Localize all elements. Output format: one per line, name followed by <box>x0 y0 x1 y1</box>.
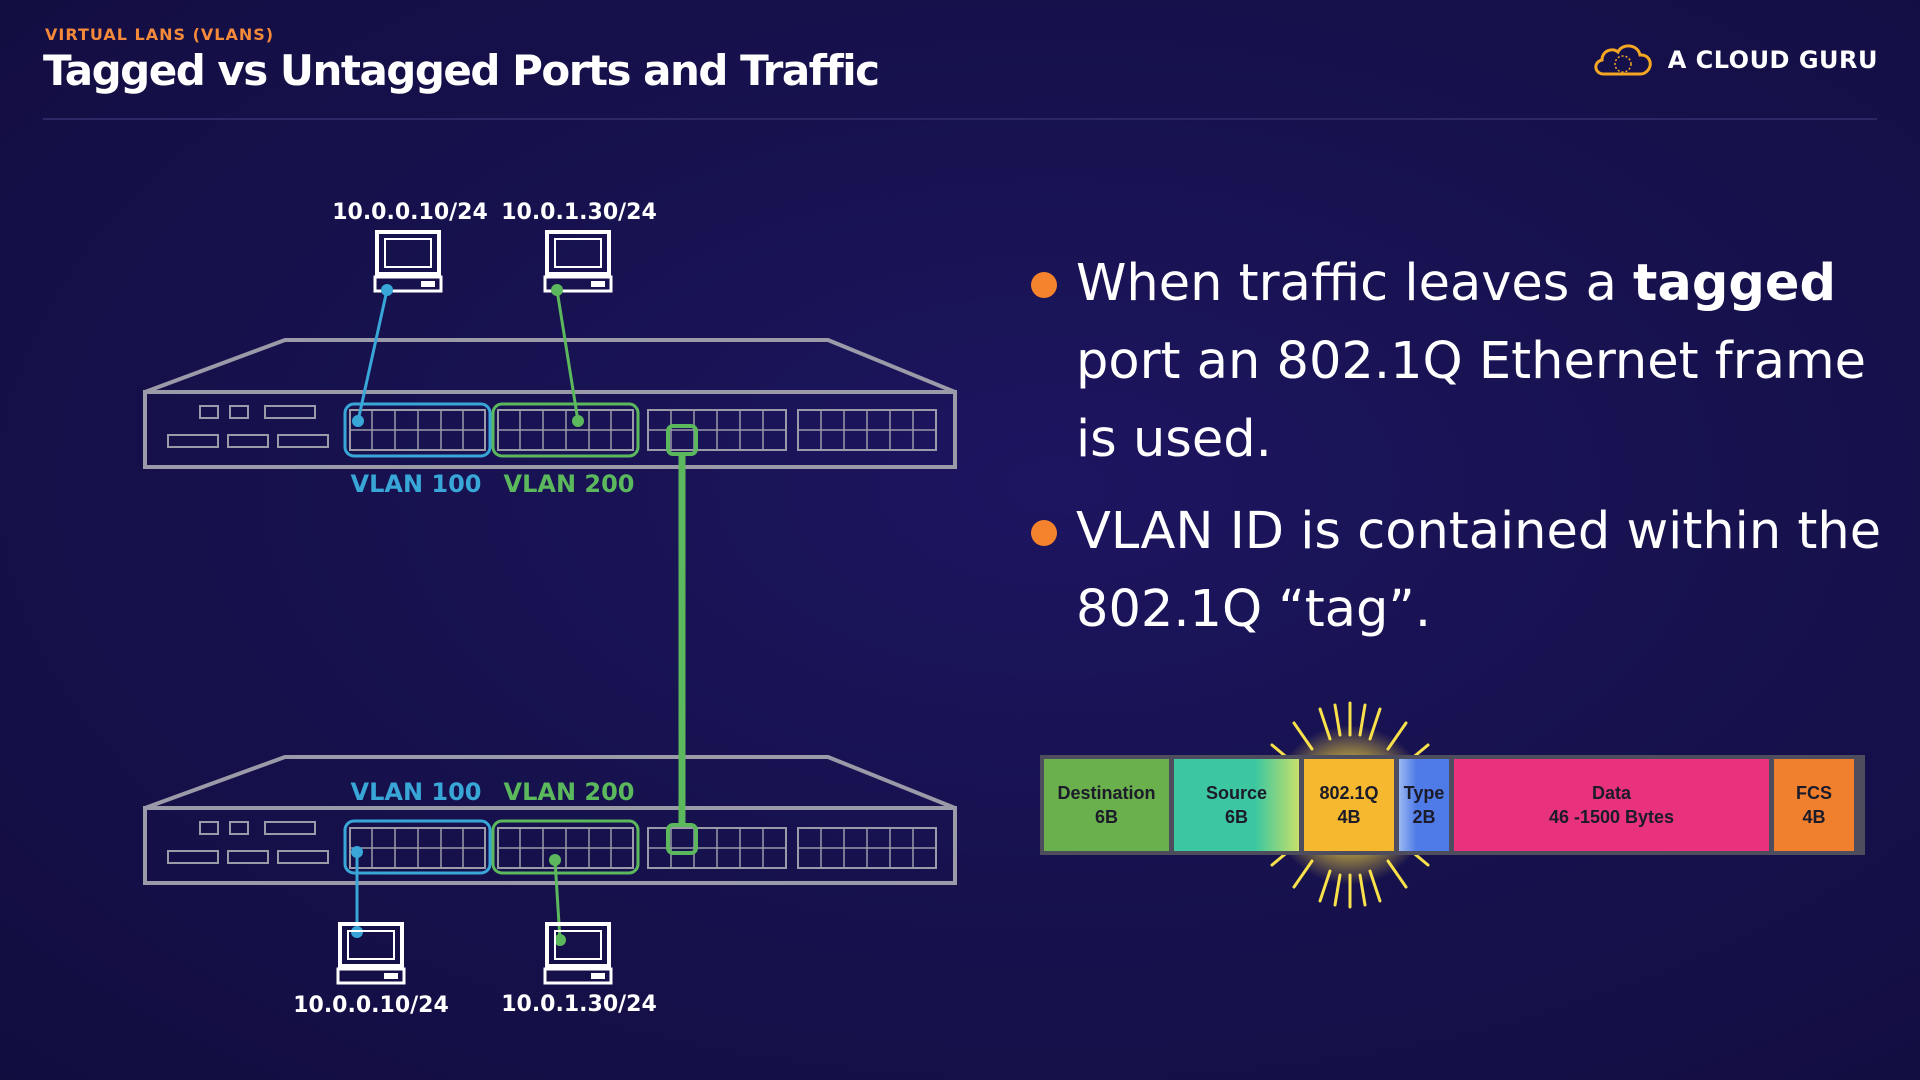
bottom-host-2-link <box>553 859 562 941</box>
top-host-1-link <box>356 289 389 422</box>
bottom-vlan200-outline <box>491 819 640 875</box>
bullet-list: When traffic leaves a tagged port an 802… <box>1028 245 1888 663</box>
top-vlan200-outline <box>491 402 640 458</box>
top-port-block-1 <box>349 409 486 451</box>
cloud-icon <box>1594 44 1652 76</box>
brand-logo: A CLOUD GURU <box>1590 40 1878 80</box>
bottom-trunk-port <box>666 823 698 855</box>
top-vlan100-label: VLAN 100 <box>351 470 482 498</box>
section-kicker: VIRTUAL LANS (VLANS) <box>45 25 275 44</box>
bullet-item: VLAN ID is contained within the 802.1Q “… <box>1028 493 1888 649</box>
brand-name: A CLOUD GURU <box>1667 46 1878 74</box>
page-title: Tagged vs Untagged Ports and Traffic <box>43 46 880 95</box>
top-vlan200-label: VLAN 200 <box>504 470 635 498</box>
top-host-2-ip: 10.0.1.30/24 <box>501 200 657 225</box>
top-vlan100-outline <box>343 402 492 458</box>
laptop-icon <box>373 230 443 293</box>
bottom-port-block-2 <box>497 827 634 869</box>
bottom-vlan200-label: VLAN 200 <box>504 778 635 806</box>
bottom-port-block-4 <box>797 827 937 869</box>
top-port-block-2 <box>497 409 634 451</box>
header-divider <box>43 118 1877 120</box>
bottom-switch <box>143 755 957 885</box>
bullet-item: When traffic leaves a tagged port an 802… <box>1028 245 1888 479</box>
top-host-1-ip: 10.0.0.10/24 <box>332 200 488 225</box>
bottom-vlan100-label: VLAN 100 <box>351 778 482 806</box>
top-port-block-4 <box>797 409 937 451</box>
laptop-icon <box>543 922 613 985</box>
bullet-dot <box>1031 520 1057 546</box>
bottom-host-1-ip: 10.0.0.10/24 <box>293 993 449 1018</box>
laptop-icon <box>543 230 613 293</box>
emphasis-tagged: tagged <box>1633 254 1836 313</box>
bottom-port-block-1 <box>349 827 486 869</box>
vlan-network-diagram: 10.0.0.10/24 10.0.1.30/24 VLAN 100 VLAN … <box>143 200 957 1018</box>
bottom-host-2-ip: 10.0.1.30/24 <box>501 992 657 1017</box>
bullet-dot <box>1031 272 1057 298</box>
bottom-vlan100-outline <box>343 819 492 875</box>
top-switch <box>143 338 957 469</box>
laptop-icon <box>336 922 406 985</box>
top-host-2-link <box>555 289 580 422</box>
